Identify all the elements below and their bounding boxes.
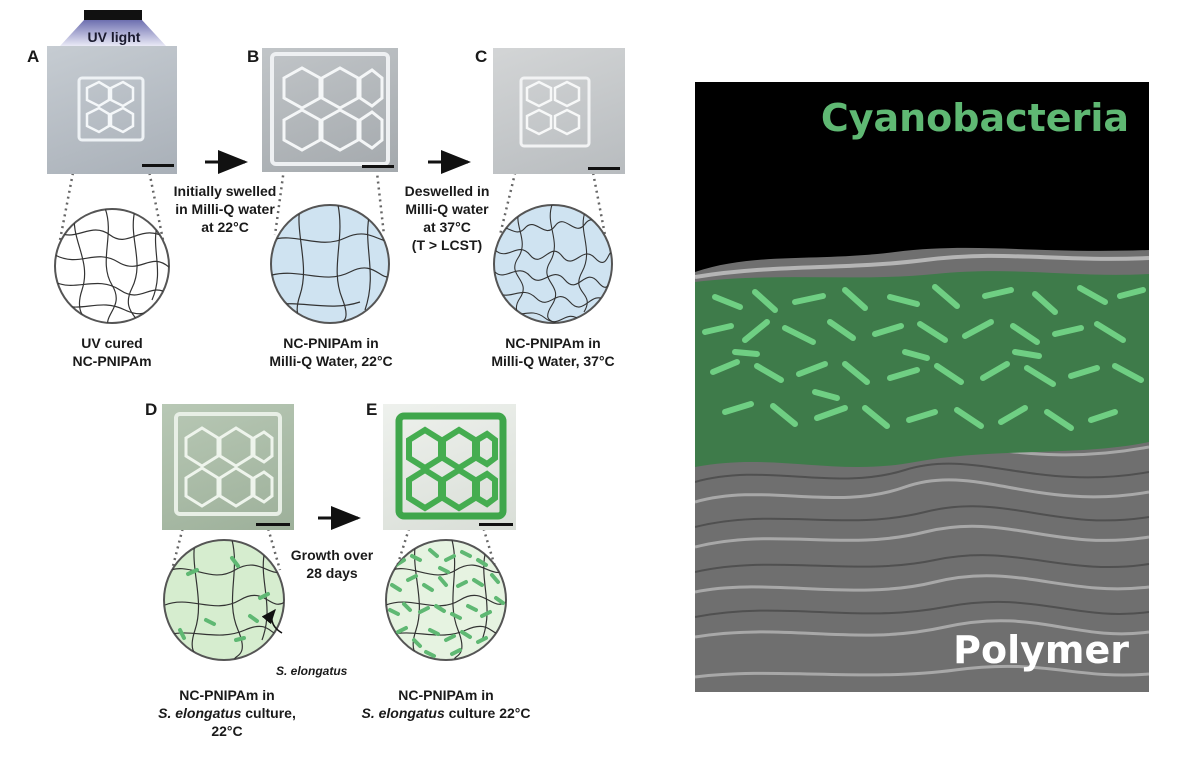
step-growth-text: Growth over 28 days <box>282 546 382 582</box>
step-de-line-2: 28 days <box>306 565 358 581</box>
caption-panel-b: NC-PNIPAm in Milli-Q Water, 22°C <box>258 334 404 370</box>
photo-panel-a <box>47 46 177 174</box>
hydrogel-grid-a <box>77 76 145 142</box>
step-ab-line-1: Initially swelled <box>173 183 277 199</box>
sem-title-cyanobacteria: Cyanobacteria <box>820 96 1129 140</box>
network-circle-b <box>270 204 390 324</box>
scale-bar-d <box>256 523 290 526</box>
process-arrows <box>205 150 471 530</box>
panel-letter-e: E <box>366 400 378 419</box>
scale-bar-b <box>362 165 394 168</box>
sem-image <box>695 247 1149 692</box>
caption-e-rest: culture 22°C <box>444 705 531 721</box>
caption-panel-c: NC-PNIPAm in Milli-Q Water, 37°C <box>480 334 626 370</box>
scale-bar-e <box>479 523 513 526</box>
hydrogel-grid-b <box>270 52 390 166</box>
caption-b-line-1: NC-PNIPAm in <box>283 335 379 351</box>
network-circle-c <box>493 204 613 324</box>
hydrogel-grid-d <box>174 412 282 516</box>
caption-panel-e: NC-PNIPAm in S. elongatus culture 22°C <box>360 686 532 722</box>
photo-panel-b <box>262 48 398 172</box>
step-swelled-text: Initially swelled in Milli-Q water at 22… <box>160 182 290 236</box>
network-circle-a <box>54 208 170 324</box>
bacteria-dense <box>388 548 505 658</box>
step-bc-line-1: Deswelled in <box>404 183 490 199</box>
bacteria-sparse <box>178 556 270 642</box>
sem-label-polymer: Polymer <box>953 628 1129 672</box>
caption-e-line-1: NC-PNIPAm in <box>398 687 494 703</box>
network-circle-e <box>385 539 507 661</box>
caption-c-line-2: Milli-Q Water, 37°C <box>491 353 615 369</box>
step-deswelled-text: Deswelled in Milli-Q water at 37°C (T > … <box>387 182 507 254</box>
caption-d-rest: culture, 22°C <box>211 705 296 739</box>
caption-d-species: S. elongatus <box>158 705 242 721</box>
scale-bar-c <box>588 167 620 170</box>
caption-a-line-1: UV cured <box>81 335 143 351</box>
photo-panel-d <box>162 404 294 530</box>
scale-bar-a <box>142 164 174 167</box>
step-bc-line-2: Milli-Q water <box>405 201 489 217</box>
caption-b-line-2: Milli-Q Water, 22°C <box>269 353 393 369</box>
step-ab-line-2: in Milli-Q water <box>175 201 275 217</box>
caption-panel-a: UV cured NC-PNIPAm <box>52 334 172 370</box>
species-annotation: S. elongatus <box>276 664 348 678</box>
uv-lamp <box>60 10 166 46</box>
hydrogel-grid-c <box>519 76 591 148</box>
caption-e-species: S. elongatus <box>361 705 445 721</box>
network-circle-d <box>163 539 285 661</box>
caption-d-line-1: NC-PNIPAm in <box>179 687 275 703</box>
panel-letter-d: D <box>145 400 158 419</box>
caption-c-line-1: NC-PNIPAm in <box>505 335 601 351</box>
step-bc-line-3: at 37°C <box>423 219 471 235</box>
step-bc-line-4: (T > LCST) <box>411 237 483 253</box>
photo-panel-c <box>493 48 625 174</box>
photo-panel-e <box>383 404 516 530</box>
sem-bacteria-strands <box>702 284 1146 431</box>
step-ab-line-3: at 22°C <box>201 219 249 235</box>
panel-letter-b: B <box>247 47 260 66</box>
panel-letter-a: A <box>27 47 40 66</box>
hydrogel-grid-e <box>395 412 507 520</box>
caption-a-line-2: NC-PNIPAm <box>72 353 152 369</box>
step-de-line-1: Growth over <box>290 547 374 563</box>
panel-letter-c: C <box>475 47 488 66</box>
sem-micrograph: Cyanobacteria Polymer <box>695 82 1149 692</box>
caption-panel-d: NC-PNIPAm in S. elongatus culture, 22°C <box>142 686 312 740</box>
uv-light-label: UV light <box>87 29 141 45</box>
